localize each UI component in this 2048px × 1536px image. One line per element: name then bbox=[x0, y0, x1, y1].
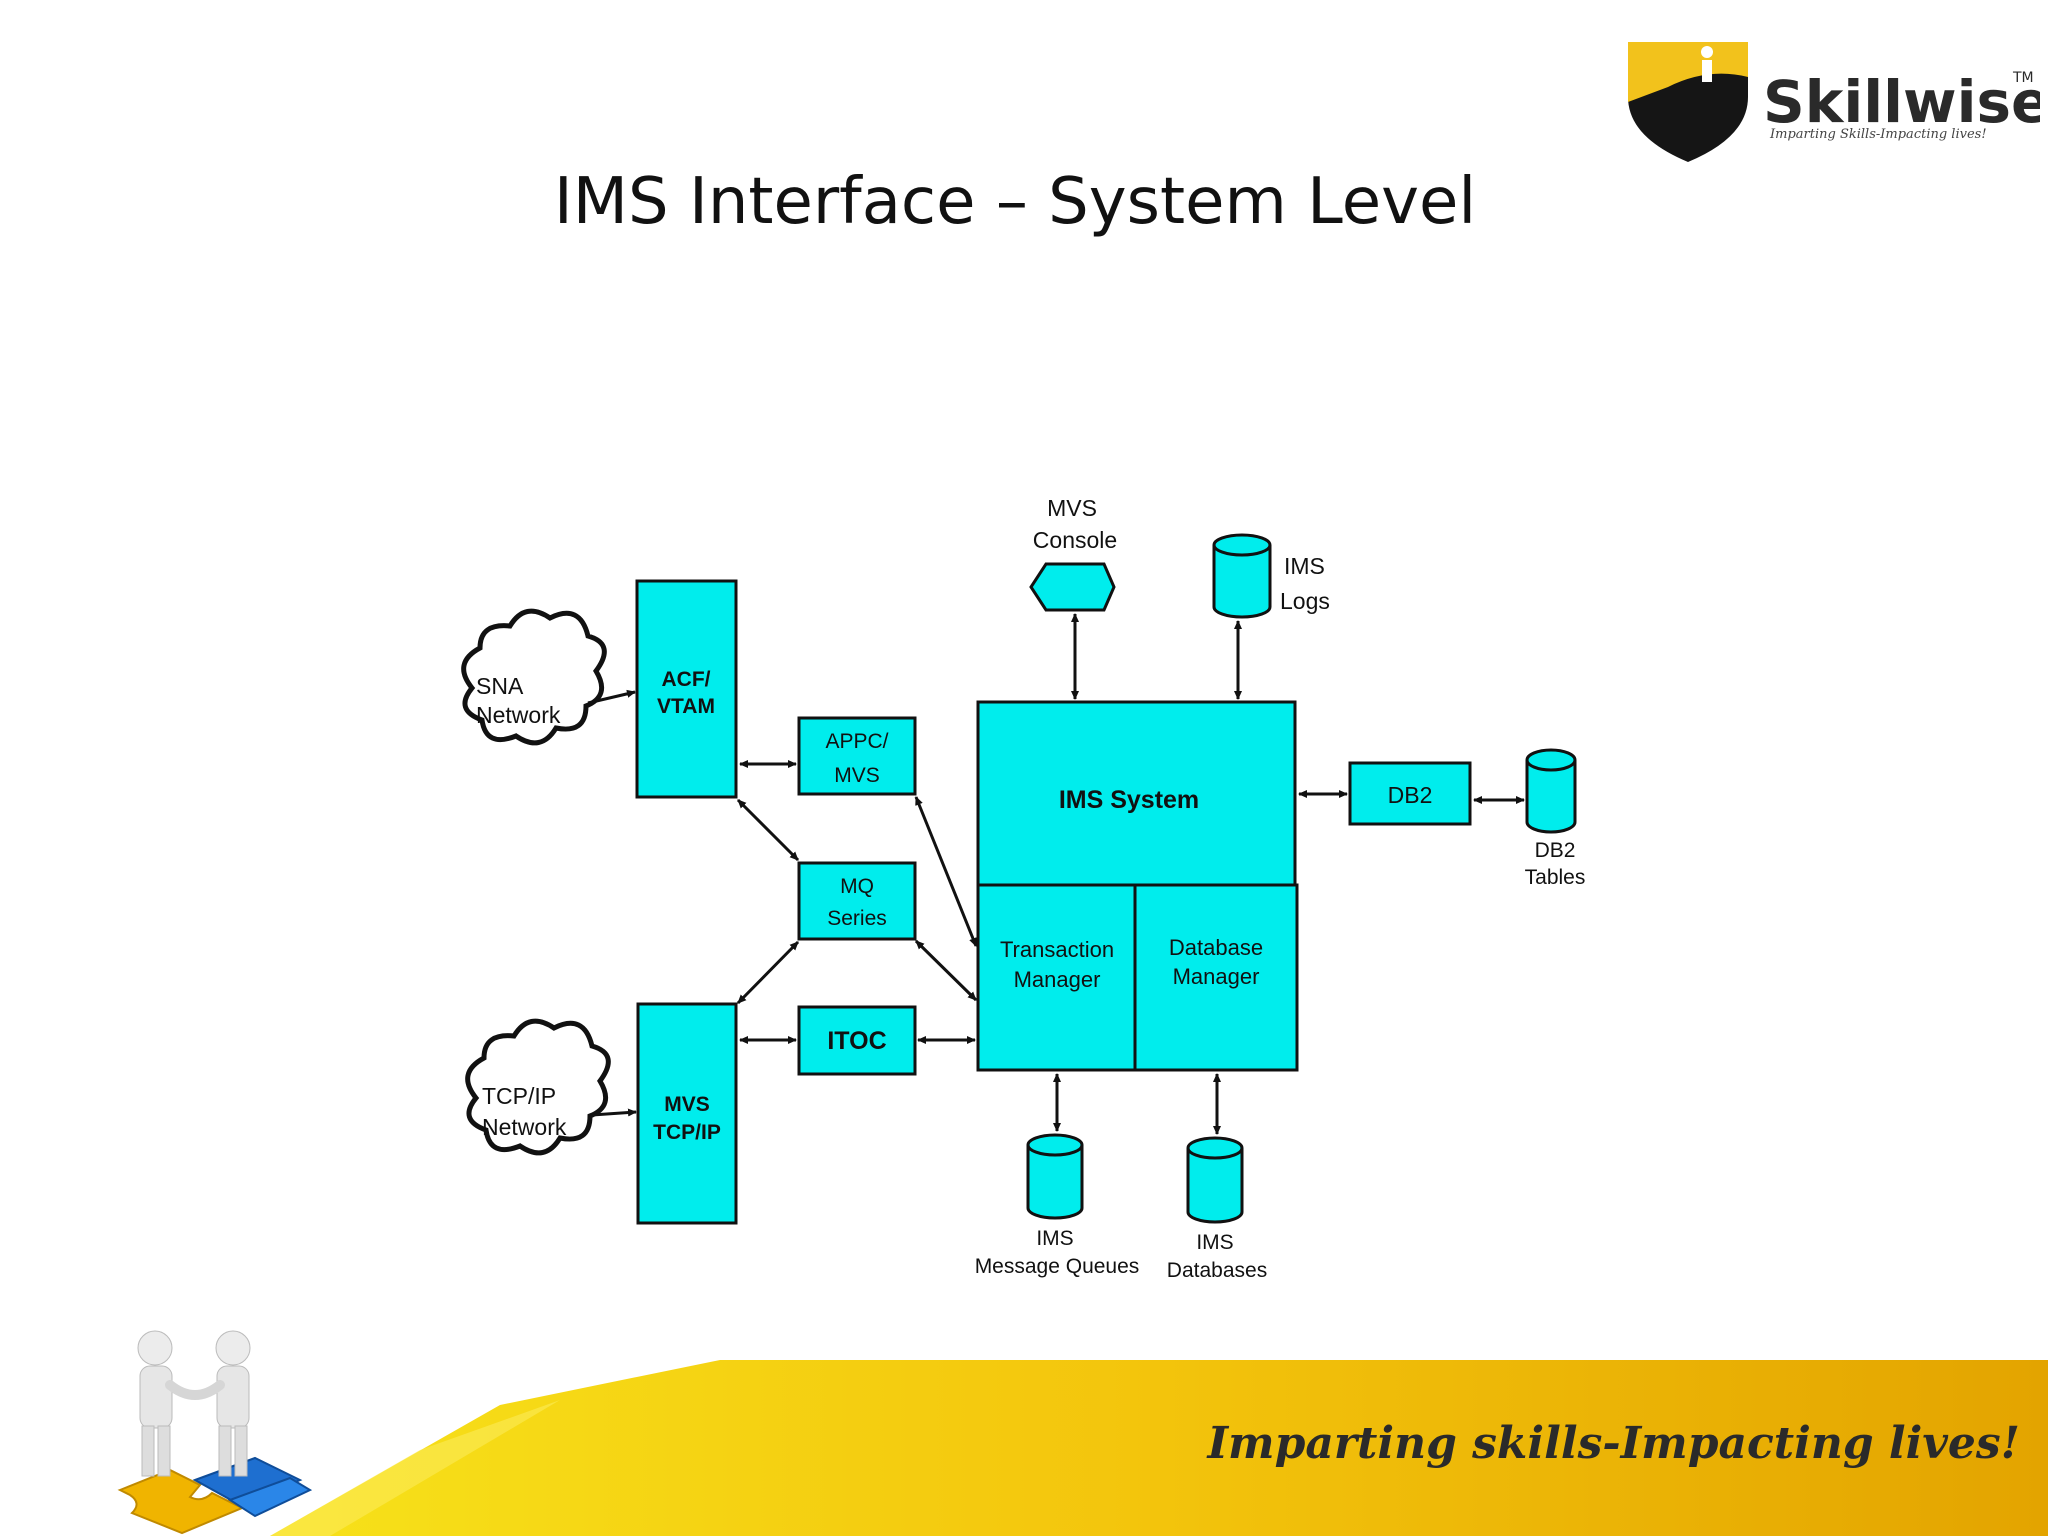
mq-series-line1: MQ bbox=[840, 875, 874, 898]
appc-mvs-line1: APPC/ bbox=[825, 730, 888, 753]
db2-label: DB2 bbox=[1388, 782, 1433, 808]
acf-vtam-box bbox=[635, 579, 738, 799]
ims-databases-line2: Databases bbox=[1167, 1259, 1267, 1282]
logo-subtitle: Imparting Skills-Impacting lives! bbox=[1769, 127, 1987, 142]
logo-trademark: TM bbox=[2012, 70, 2034, 86]
mvs-tcpip-line2: TCP/IP bbox=[653, 1121, 721, 1144]
itoc-label: ITOC bbox=[827, 1027, 886, 1055]
ims-logs-line1: IMS bbox=[1284, 553, 1325, 579]
slide-title: IMS Interface – System Level bbox=[553, 165, 1477, 239]
ims-system-box bbox=[976, 700, 1297, 887]
mq-series-box bbox=[797, 861, 917, 941]
mvs-console-terminal bbox=[1029, 562, 1116, 612]
skillwise-logo: Skillwise TM Imparting Skills-Impacting … bbox=[1628, 42, 2040, 162]
ims-message-queues-cylinder bbox=[1026, 1133, 1084, 1220]
itoc-box bbox=[797, 1005, 917, 1076]
appc-mvs-line2: MVS bbox=[834, 764, 880, 787]
db2-tables-line1: DB2 bbox=[1535, 839, 1576, 862]
db2-box bbox=[1348, 761, 1472, 826]
conn-appc-tm bbox=[914, 796, 978, 947]
transaction-manager-line2: Manager bbox=[1014, 967, 1101, 992]
ims-logs-cylinder bbox=[1212, 533, 1272, 619]
handshake-puzzle-illustration bbox=[117, 1330, 313, 1535]
conn-acf-mq bbox=[736, 798, 800, 862]
appc-mvs-box bbox=[797, 716, 917, 796]
mvs-tcpip-box bbox=[636, 1002, 738, 1225]
mq-series-line2: Series bbox=[827, 907, 887, 930]
logo-wordmark: Skillwise bbox=[1763, 68, 2040, 136]
mvs-console-line2: Console bbox=[1033, 527, 1117, 553]
acf-vtam-line2: VTAM bbox=[657, 695, 715, 718]
database-manager-line2: Manager bbox=[1173, 964, 1260, 989]
db2-tables-line2: Tables bbox=[1525, 866, 1586, 889]
database-manager-box bbox=[1133, 883, 1299, 1072]
sna-network-cloud: SNA Network bbox=[461, 608, 607, 746]
ims-system-label: IMS System bbox=[1059, 786, 1199, 814]
conn-mq-mvs bbox=[736, 940, 800, 1005]
db2-tables-cylinder bbox=[1525, 748, 1577, 834]
conn-sna-acf bbox=[587, 689, 636, 705]
mvs-tcpip-line1: MVS bbox=[664, 1093, 710, 1116]
transaction-manager-line1: Transaction bbox=[1000, 937, 1114, 962]
ims-message-queues-line2: Message Queues bbox=[975, 1255, 1140, 1278]
footer-tagline: Imparting skills-Impacting lives! bbox=[1207, 1418, 2020, 1469]
sna-label-line2: Network bbox=[476, 702, 561, 728]
acf-vtam-line1: ACF/ bbox=[662, 668, 711, 691]
sna-label-line1: SNA bbox=[476, 673, 524, 699]
conn-tcpip-mvs bbox=[591, 1108, 637, 1117]
ims-logs-line2: Logs bbox=[1280, 588, 1330, 614]
footer-band bbox=[270, 1360, 2048, 1536]
tcpip-label-line2: Network bbox=[482, 1114, 567, 1140]
ims-databases-cylinder bbox=[1186, 1136, 1244, 1224]
ims-databases-line1: IMS bbox=[1196, 1231, 1233, 1254]
tcpip-label-line1: TCP/IP bbox=[482, 1083, 556, 1109]
database-manager-line1: Database bbox=[1169, 935, 1263, 960]
transaction-manager-box bbox=[976, 883, 1137, 1072]
mvs-console-line1: MVS bbox=[1047, 495, 1097, 521]
tcpip-network-cloud: TCP/IP Network bbox=[465, 1018, 611, 1156]
conn-mq-tm bbox=[914, 939, 978, 1002]
ims-message-queues-line1: IMS bbox=[1036, 1227, 1073, 1250]
